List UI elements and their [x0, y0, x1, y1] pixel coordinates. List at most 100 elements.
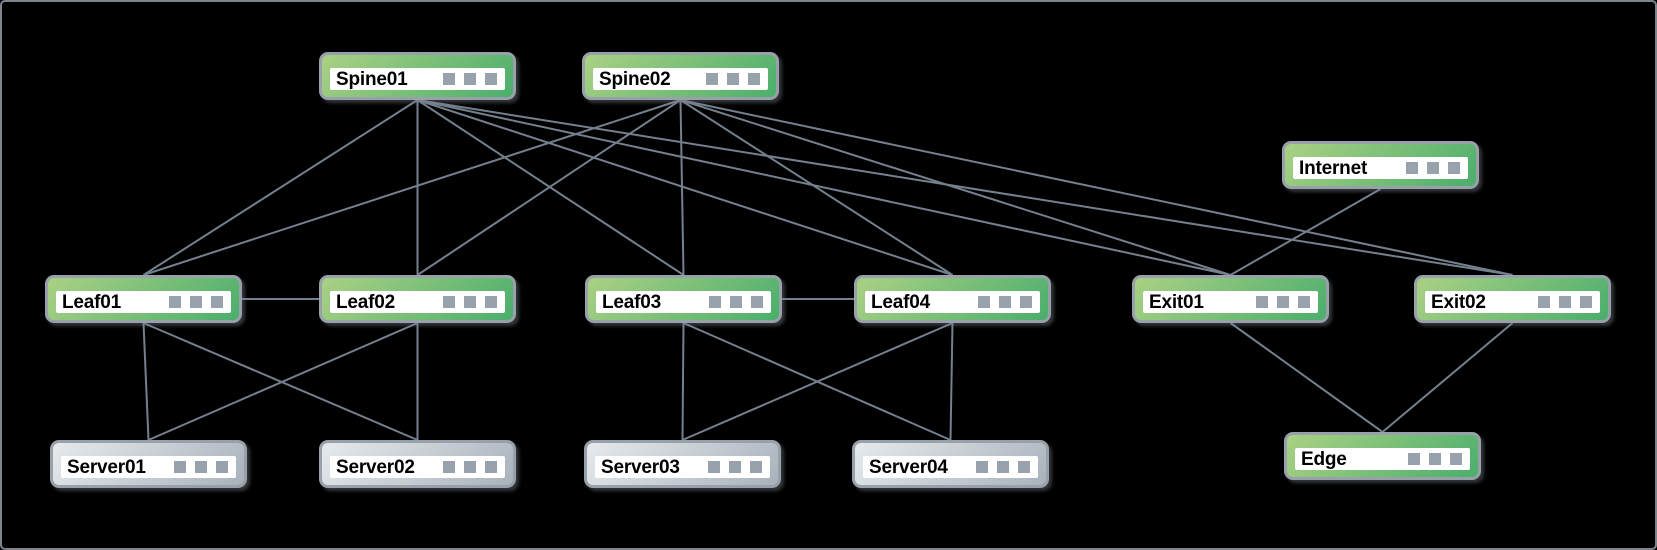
link-spine01-leaf01: [142, 99, 419, 276]
node-label: Internet: [1299, 157, 1368, 179]
port-dot-icon: [443, 461, 455, 473]
link-spine01-exit02: [417, 99, 1513, 276]
node-server01[interactable]: Server01: [50, 440, 247, 488]
port-dot-icon: [174, 461, 186, 473]
link-exit01-edge: [1229, 322, 1384, 433]
port-dot-icon: [708, 461, 720, 473]
port-dot-icon: [485, 73, 497, 85]
port-dot-icon: [464, 296, 476, 308]
port-dot-icon: [748, 73, 760, 85]
node-spine02[interactable]: Spine02: [582, 52, 779, 100]
node-leaf03[interactable]: Leaf03: [585, 275, 782, 323]
port-dot-icon: [1427, 162, 1439, 174]
node-server03[interactable]: Server03: [584, 440, 781, 488]
port-dot-icon: [485, 461, 497, 473]
node-strip: Edge: [1295, 448, 1470, 470]
port-dot-icon: [1538, 296, 1550, 308]
link-spine01-exit01: [417, 99, 1231, 276]
node-leaf02[interactable]: Leaf02: [319, 275, 516, 323]
port-dot-icon: [1020, 296, 1032, 308]
node-label: Edge: [1301, 448, 1347, 470]
port-dot-icon: [464, 461, 476, 473]
port-dot-icon: [216, 461, 228, 473]
node-edge[interactable]: Edge: [1284, 432, 1481, 480]
node-label: Exit02: [1431, 291, 1486, 313]
port-dot-icon: [1406, 162, 1418, 174]
port-squares-icon: [1538, 296, 1592, 308]
port-dot-icon: [1580, 296, 1592, 308]
node-exit02[interactable]: Exit02: [1414, 275, 1611, 323]
node-label: Leaf01: [62, 291, 122, 313]
port-dot-icon: [1450, 453, 1462, 465]
node-leaf04[interactable]: Leaf04: [854, 275, 1051, 323]
link-spine01-leaf04: [417, 99, 953, 276]
port-dot-icon: [443, 73, 455, 85]
port-dot-icon: [976, 461, 988, 473]
node-label: Leaf02: [336, 291, 396, 313]
port-squares-icon: [978, 296, 1032, 308]
node-label: Server03: [601, 456, 680, 478]
port-dot-icon: [1256, 296, 1268, 308]
node-label: Server02: [336, 456, 415, 478]
node-server02[interactable]: Server02: [319, 440, 516, 488]
port-squares-icon: [1408, 453, 1462, 465]
link-spine02-leaf04: [679, 99, 954, 276]
port-dot-icon: [485, 296, 497, 308]
port-dot-icon: [1429, 453, 1441, 465]
link-internet-exit01: [1230, 188, 1381, 276]
port-dot-icon: [730, 296, 742, 308]
node-spine01[interactable]: Spine01: [319, 52, 516, 100]
port-dot-icon: [1298, 296, 1310, 308]
port-dot-icon: [1018, 461, 1030, 473]
node-strip: Leaf04: [865, 291, 1040, 313]
node-label: Server01: [67, 456, 146, 478]
link-leaf02-server01: [148, 322, 418, 441]
node-label: Exit01: [1149, 291, 1204, 313]
port-squares-icon: [708, 461, 762, 473]
port-squares-icon: [976, 461, 1030, 473]
link-spine02-leaf02: [416, 99, 682, 276]
port-squares-icon: [706, 73, 760, 85]
node-label: Leaf03: [602, 291, 662, 313]
link-spine02-exit01: [680, 99, 1231, 276]
link-spine02-exit02: [680, 99, 1513, 276]
node-strip: Server02: [330, 456, 505, 478]
port-squares-icon: [169, 296, 223, 308]
port-dot-icon: [1559, 296, 1571, 308]
link-leaf04-server04: [949, 322, 954, 441]
port-dot-icon: [751, 296, 763, 308]
port-dot-icon: [727, 73, 739, 85]
port-squares-icon: [709, 296, 763, 308]
node-server04[interactable]: Server04: [852, 440, 1049, 488]
port-squares-icon: [1256, 296, 1310, 308]
node-strip: Leaf03: [596, 291, 771, 313]
link-leaf03-server03: [681, 322, 685, 441]
port-dot-icon: [195, 461, 207, 473]
node-label: Leaf04: [871, 291, 931, 313]
node-leaf01[interactable]: Leaf01: [45, 275, 242, 323]
link-spine02-leaf03: [679, 99, 685, 276]
node-strip: Server04: [863, 456, 1038, 478]
port-dot-icon: [750, 461, 762, 473]
node-strip: Leaf01: [56, 291, 231, 313]
node-strip: Exit02: [1425, 291, 1600, 313]
port-dot-icon: [997, 461, 1009, 473]
node-internet[interactable]: Internet: [1282, 141, 1479, 189]
port-dot-icon: [978, 296, 990, 308]
node-strip: Server03: [595, 456, 770, 478]
port-dot-icon: [464, 73, 476, 85]
port-dot-icon: [1408, 453, 1420, 465]
node-strip: Exit01: [1143, 291, 1318, 313]
port-dot-icon: [729, 461, 741, 473]
node-strip: Spine01: [330, 68, 505, 90]
port-dot-icon: [706, 73, 718, 85]
link-exit02-edge: [1381, 322, 1514, 433]
node-label: Spine02: [599, 68, 671, 90]
port-dot-icon: [190, 296, 202, 308]
port-dot-icon: [709, 296, 721, 308]
node-exit01[interactable]: Exit01: [1132, 275, 1329, 323]
node-strip: Server01: [61, 456, 236, 478]
port-dot-icon: [999, 296, 1011, 308]
